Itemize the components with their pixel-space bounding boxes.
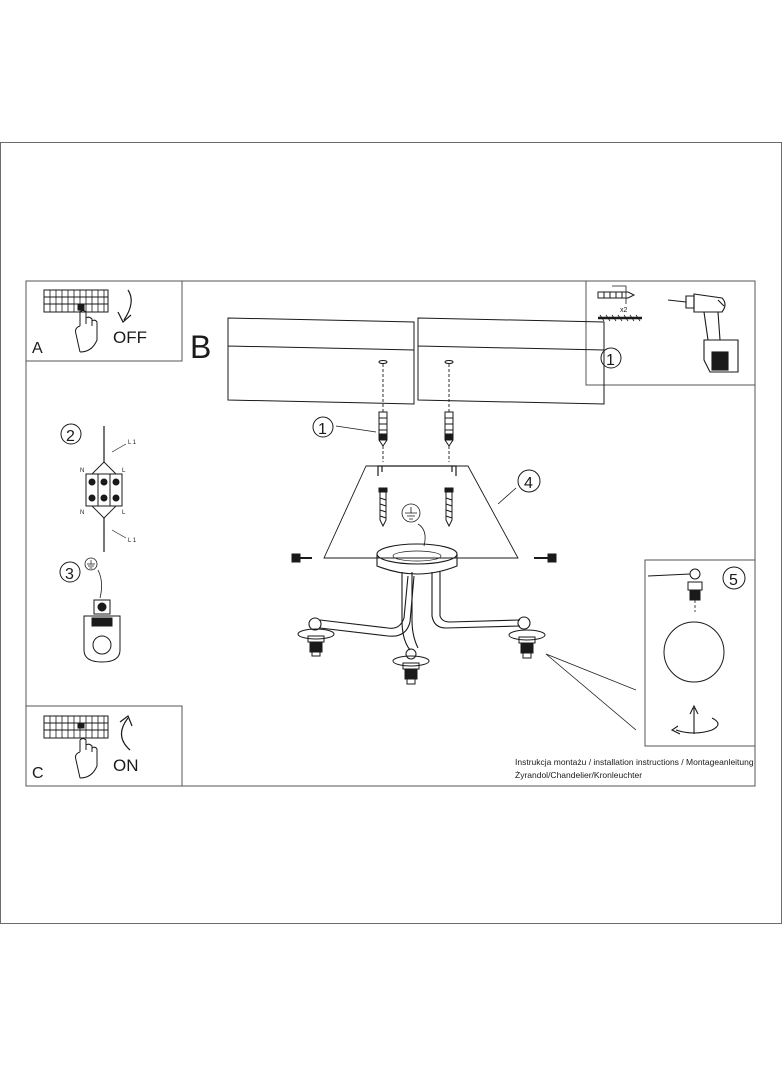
twist-arrow-icon [670, 704, 719, 735]
panel-a-letter: A [32, 340, 43, 357]
rotate-down-arrow-icon [123, 289, 132, 321]
screw-icon [444, 487, 454, 528]
breaker-box-icon [43, 289, 109, 313]
on-label: ON [113, 756, 139, 775]
screw-icon [598, 314, 642, 322]
side-screw-icon [291, 553, 312, 563]
side-screw-icon [534, 553, 557, 563]
ground-terminal-icon [83, 599, 121, 663]
wire-label-l-bottom: L [122, 510, 126, 516]
hand-icon [75, 738, 98, 779]
terminal-block-icon [85, 473, 123, 507]
dowel-icon [378, 411, 388, 447]
dowel-icon [597, 285, 636, 304]
step-5-callout: 5 [729, 572, 738, 589]
panel-a: A OFF [25, 280, 183, 362]
rotate-up-arrow-icon [120, 717, 131, 751]
wiring-step: 2 L 1 N L N L L 1 [60, 423, 137, 552]
drill-icon [667, 293, 739, 373]
hand-icon [75, 310, 98, 353]
ground-step: 3 [59, 557, 121, 663]
caption-line-1: Instrukcja montażu / installation instru… [515, 757, 754, 767]
glass-globe-icon [663, 621, 725, 683]
wire-label-n-bottom: N [80, 510, 84, 516]
panel-c: C ON [25, 705, 183, 787]
inner-frame [25, 280, 756, 787]
step-1-callout: 1 [318, 421, 327, 438]
canopy-cover [323, 465, 519, 559]
outer-frame [0, 142, 782, 924]
wire-label-l-top: L [122, 468, 126, 474]
caption-line-2: Żyrandol/Chandelier/Kronleuchter [515, 770, 643, 780]
ceiling-slab [227, 317, 415, 405]
ceiling-slab [417, 317, 605, 405]
screw-icon [378, 487, 388, 528]
step-1-badge: 1 [606, 352, 615, 369]
step-4-callout: 4 [524, 475, 533, 492]
detail-leader-line [545, 653, 637, 731]
lamp-holder-icon [297, 628, 335, 657]
dowel-icon [444, 411, 454, 447]
shade-panel: 5 [644, 559, 756, 747]
breaker-box-icon [43, 715, 109, 739]
panel-b-letter: B [190, 329, 211, 365]
lamp-holder-icon [508, 629, 546, 659]
panel-b: B 1 [190, 317, 637, 731]
drill-guide-line [382, 364, 450, 462]
lamp-holder-icon [392, 648, 430, 685]
chandelier-canopy [376, 543, 458, 575]
caption: Instrukcja montażu / installation instru… [515, 756, 754, 782]
step-2-badge: 2 [66, 428, 75, 445]
panel-c-letter: C [32, 765, 44, 782]
wire-label-n-top: N [80, 468, 84, 474]
off-label: OFF [113, 328, 147, 347]
wire-label-l1-top: L 1 [128, 440, 137, 446]
mounting-bracket [377, 465, 457, 476]
tools-panel: x2 1 [585, 280, 756, 386]
chandelier-arms [308, 572, 531, 651]
wire-label-l1-bottom: L 1 [128, 538, 137, 544]
step-3-badge: 3 [65, 566, 74, 583]
quantity-label: x2 [620, 307, 628, 314]
